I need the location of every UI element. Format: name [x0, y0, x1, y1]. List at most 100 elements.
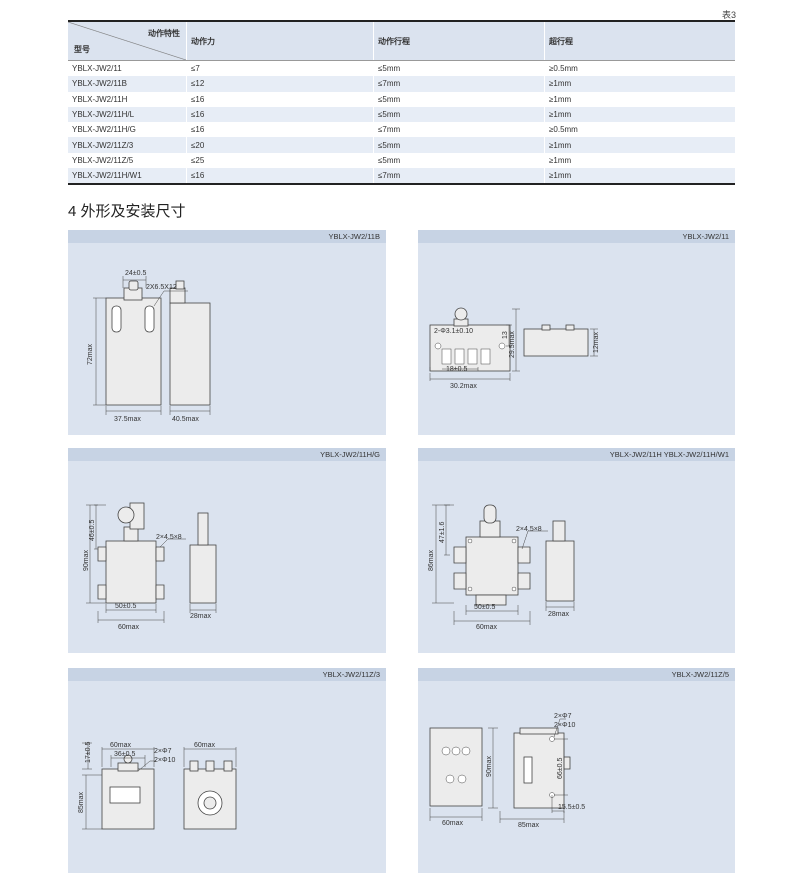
dim-label: 2X6.5X12 — [146, 284, 177, 291]
dim-label: 60max — [118, 624, 140, 631]
table-cell: YBLX-JW2/11H — [72, 94, 128, 104]
panel-title: YBLX-JW2/11 — [418, 230, 735, 243]
table-cell: ≥1mm — [544, 168, 735, 186]
table-cell: ≥1mm — [544, 76, 735, 92]
table-cell: ≤16 — [186, 106, 374, 123]
table-cell: ≥0.5mm — [544, 122, 735, 138]
table-cell: ≥1mm — [544, 106, 735, 123]
column-header: 动作力 — [186, 20, 374, 61]
table-row: YBLX-JW2/11H/G ≤16≤7mm≥0.5mm — [68, 122, 735, 138]
dim-label: 28max — [190, 613, 212, 620]
dimension-drawing: 2-Φ3.1±0.10 29.5max 13 18±0.5 30.2max 12… — [429, 307, 600, 390]
table-cell: YBLX-JW2/11H/L — [68, 106, 187, 123]
dim-label: 29.5max — [509, 331, 516, 358]
panel-title: YBLX-JW2/11H/G — [68, 448, 386, 461]
table-cell: YBLX-JW2/11Z/5 — [72, 155, 134, 165]
table-cell: YBLX-JW2/11B — [68, 76, 187, 92]
table-cell: ≤12 — [186, 76, 374, 92]
drawing-panel-yblx-jw2-11: YBLX-JW2/11 2-Φ3.1±0.10 29.5max — [418, 230, 735, 435]
dim-label: 85max — [78, 791, 85, 813]
dimension-drawing: 47±1.6 86max 2×4.5×8 50±0.5 60max 28max — [428, 504, 575, 631]
dim-label: 2-Φ3.1±0.10 — [434, 328, 473, 335]
table-cell: YBLX-JW2/11Z/3 — [68, 137, 187, 153]
dim-label: 47±1.6 — [439, 522, 446, 543]
dim-label: 24±0.5 — [125, 270, 146, 277]
dim-label: 2×Φ7 — [554, 713, 572, 720]
table-cell: ≤7 — [186, 60, 374, 77]
header-characteristic: 动作特性 — [148, 29, 180, 38]
dim-label: 72max — [87, 343, 94, 365]
table-cell: ≤16 — [186, 91, 374, 107]
panel-title: YBLX-JW2/11H YBLX-JW2/11H/W1 — [418, 448, 735, 461]
drawing-panel-yblx-jw2-11z-3: YBLX-JW2/11Z/3 60max 36±0.5 17±0 — [68, 668, 386, 873]
table-cell: ≥1mm — [544, 152, 735, 169]
table-header-row: 动作特性 型号 动作力 动作行程 超行程 — [68, 20, 735, 61]
dim-label: 2×Φ7 — [154, 748, 172, 755]
section-title: 4 外形及安装尺寸 — [68, 203, 186, 220]
dim-label: 60max — [476, 624, 498, 631]
dim-label: 30.2max — [450, 383, 477, 390]
table-cell: ≤5mm — [373, 137, 545, 153]
table-row: YBLX-JW2/11H ≤16≤5mm≥1mm — [68, 91, 735, 107]
table-cell: ≤7mm — [373, 168, 545, 186]
dim-label: 86max — [428, 549, 435, 571]
drawing-panel-yblx-jw2-11b: YBLX-JW2/11B 24±0.5 2X6.5X12 72max 37.5m… — [68, 230, 386, 435]
panel-title: YBLX-JW2/11Z/5 — [418, 668, 735, 681]
table-cell: ≤5mm — [373, 91, 545, 107]
panel-title: YBLX-JW2/11Z/3 — [68, 668, 386, 681]
table-cell: ≤7mm — [373, 76, 545, 92]
dim-label: 50±0.5 — [474, 604, 495, 611]
dim-label: 28max — [548, 611, 570, 618]
table-cell: ≤20 — [186, 137, 374, 153]
diagonal-header-cell: 动作特性 型号 — [68, 20, 187, 61]
table-cell: ≤5mm — [373, 152, 545, 169]
header-model: 型号 — [74, 45, 90, 54]
column-header: 动作行程 — [373, 20, 545, 61]
dim-label: 37.5max — [114, 416, 141, 423]
table-cell: ≤5mm — [373, 60, 545, 77]
dim-label: 90max — [83, 549, 90, 571]
drawing-panel-yblx-jw2-11h-g: YBLX-JW2/11H/G 46±0.5 90max 2×4.5×8 — [68, 448, 386, 653]
dim-label: 2×4.5×8 — [516, 526, 542, 533]
table-number: 表3 — [722, 10, 737, 20]
panel-title: YBLX-JW2/11B — [68, 230, 386, 243]
table-cell: YBLX-JW2/11H/W1 — [68, 168, 187, 186]
drawing-panel-yblx-jw2-11h-w1: YBLX-JW2/11H YBLX-JW2/11H/W1 — [418, 448, 735, 653]
dim-label: 60max — [194, 742, 216, 749]
dim-label: 66±0.5 — [557, 758, 564, 779]
dim-label: 90max — [486, 755, 493, 777]
table-cell: ≥1mm — [544, 91, 735, 107]
dimension-drawing: 46±0.5 90max 2×4.5×8 50±0.5 60max 28max — [83, 502, 217, 631]
table-row: YBLX-JW2/11 ≤7≤5mm≥0.5mm — [68, 60, 735, 77]
table-cell: YBLX-JW2/11H/G — [72, 125, 136, 135]
column-header: 超行程 — [544, 20, 735, 61]
table-cell: ≤7mm — [373, 122, 545, 138]
table-row: YBLX-JW2/11H/W1≤16≤7mm≥1mm — [68, 168, 735, 186]
dim-label: 2×Φ10 — [154, 757, 175, 764]
table-cell: YBLX-JW2/11 — [72, 64, 122, 74]
table-row: YBLX-JW2/11Z/3≤20≤5mm≥1mm — [68, 137, 735, 153]
dim-label: 2×4.5×8 — [156, 534, 182, 541]
dim-label: 13 — [502, 331, 509, 339]
table-cell: ≤16 — [186, 168, 374, 186]
table-cell: ≥1mm — [544, 137, 735, 153]
drawing-panel-yblx-jw2-11z-5: YBLX-JW2/11Z/5 2×Φ7 2×Φ10 — [418, 668, 735, 873]
dim-label: 12max — [593, 331, 600, 353]
dim-label: 60max — [442, 820, 464, 827]
table-cell: ≤25 — [186, 152, 374, 169]
dim-label: 17±0.5 — [85, 742, 92, 763]
dimension-drawing: 60max 36±0.5 17±0.5 2×Φ7 2×Φ10 85max 60m… — [78, 742, 237, 830]
table-cell: ≥0.5mm — [544, 60, 735, 77]
table-cell: ≤16 — [186, 122, 374, 138]
dimension-drawing: 24±0.5 2X6.5X12 72max 37.5max 40.5max — [87, 270, 211, 423]
dim-label: 46±0.5 — [89, 520, 96, 541]
dim-label: 40.5max — [172, 416, 199, 423]
table-row: YBLX-JW2/11Z/5 ≤25≤5mm≥1mm — [68, 152, 735, 169]
dim-label: 60max — [110, 742, 132, 749]
dimension-drawing: 2×Φ7 2×Φ10 90max 66±0.5 15.5±0.5 60max 8… — [429, 713, 585, 829]
table-row: YBLX-JW2/11B≤12≤7mm≥1mm — [68, 76, 735, 92]
dim-label: 36±0.5 — [114, 751, 135, 758]
dim-label: 85max — [518, 822, 540, 829]
table-row: YBLX-JW2/11H/L≤16≤5mm≥1mm — [68, 106, 735, 123]
dim-label: 15.5±0.5 — [558, 804, 585, 811]
